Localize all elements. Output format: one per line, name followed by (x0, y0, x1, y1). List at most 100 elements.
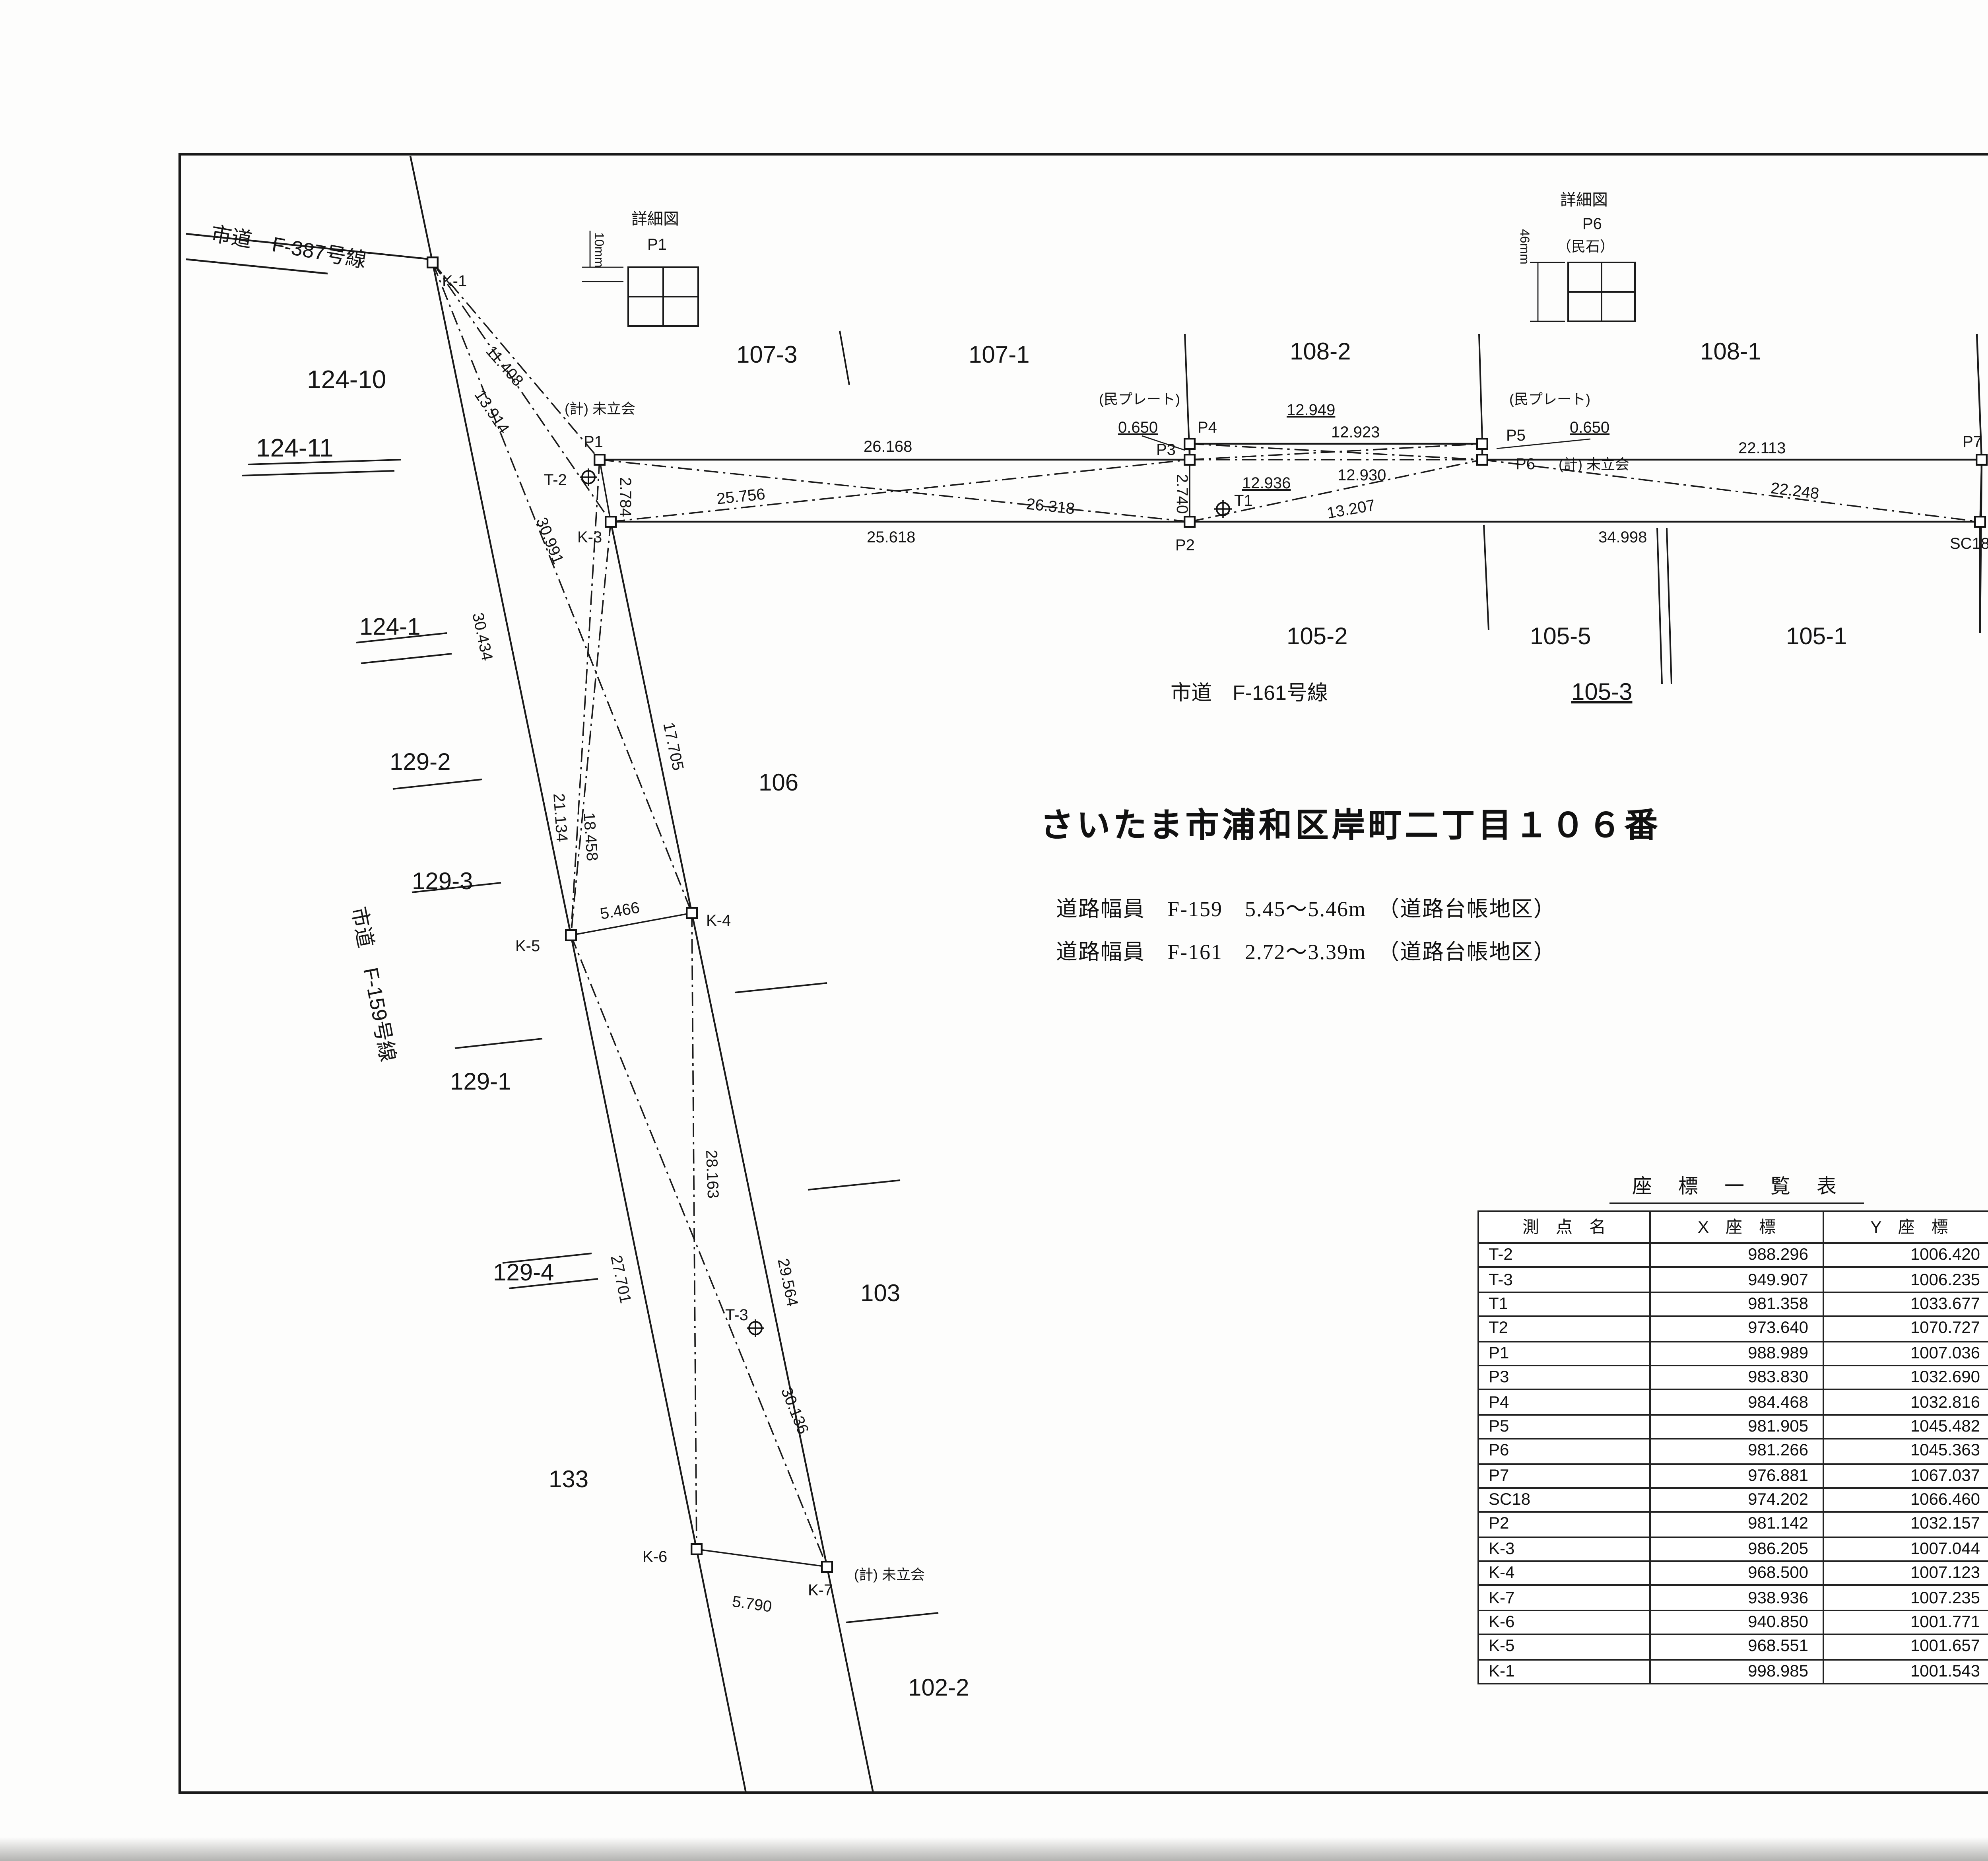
coord-value-cell: 1007.036 (1823, 1340, 1988, 1366)
coord-value-cell: 938.936 (1649, 1585, 1824, 1611)
survey-point-p4-icon (1183, 437, 1196, 450)
point-name-cell: T-2 (1477, 1242, 1651, 1269)
point-label: SC18 (1950, 535, 1988, 552)
survey-point-p5-icon (1476, 437, 1488, 450)
coord-table-title: 座 標 一 覧 表 (1609, 1169, 1863, 1204)
point-label: P4 (1198, 419, 1217, 436)
survey-point-k-7-icon (821, 1560, 833, 1573)
distance-label: 12.930 (1338, 466, 1386, 484)
point-label: P1 (584, 433, 603, 451)
coord-table-header: X 座 標 (1649, 1210, 1824, 1244)
coord-value-cell: 984.468 (1649, 1389, 1824, 1415)
point-name-cell: T2 (1477, 1315, 1651, 1342)
coord-value-cell: 968.500 (1649, 1560, 1824, 1587)
lot-number: 133 (549, 1466, 588, 1492)
detail-fig-label: P6 (1582, 215, 1602, 233)
detail-fig-label: P1 (647, 236, 667, 253)
coord-value-cell: 1033.677 (1823, 1291, 1988, 1317)
lot-number: 103 (860, 1280, 900, 1306)
point-name-cell: K-6 (1477, 1609, 1651, 1636)
coord-value-cell: 974.202 (1649, 1487, 1824, 1513)
point-name-cell: K-7 (1477, 1585, 1651, 1611)
distance-label: 34.998 (1598, 528, 1647, 546)
note-label: (民プレート) (1099, 391, 1180, 407)
detail-figure-p6 (1530, 262, 1636, 322)
distance-label: 18.458 (580, 812, 601, 862)
survey-point-t-2-icon (580, 468, 597, 486)
lot-number: 108-2 (1290, 338, 1351, 365)
lot-number: 107-1 (969, 341, 1029, 368)
coord-value-cell: 1007.235 (1823, 1585, 1988, 1611)
coord-value-cell: 1001.543 (1823, 1658, 1988, 1685)
lot-number: 108-1 (1700, 338, 1761, 365)
tie-lines (571, 459, 1982, 1568)
lot-number: 124-1 (359, 613, 420, 640)
point-label: K-4 (706, 912, 731, 929)
detail-fig-label: 詳細図 (1560, 191, 1608, 209)
coord-value-cell: 986.205 (1649, 1536, 1824, 1562)
coord-value-cell: 1070.727 (1823, 1315, 1988, 1342)
detail-fig-label: 10mm (592, 232, 606, 268)
lot-boundary-lines (241, 330, 1981, 1623)
coord-value-cell: 981.905 (1649, 1413, 1824, 1440)
distance-label: 2.740 (1173, 474, 1191, 514)
distance-label: 22.113 (1738, 439, 1786, 457)
lot-number: 129-1 (450, 1068, 511, 1095)
distance-label: 0.650 (1570, 419, 1609, 436)
detail-figure-p1 (582, 231, 699, 327)
road-label-f159: 市道 F-159号線 (347, 905, 399, 1064)
point-label: K-3 (577, 528, 602, 546)
survey-traverse-lines (432, 262, 1980, 1567)
survey-point-p1-icon (593, 453, 606, 466)
point-label: P7 (1963, 433, 1982, 451)
coord-value-cell: 1045.363 (1823, 1438, 1988, 1465)
point-name-cell: P7 (1477, 1463, 1651, 1489)
distance-label: 12.949 (1287, 401, 1335, 419)
coord-value-cell: 940.850 (1649, 1609, 1824, 1636)
point-name-cell: P4 (1477, 1389, 1651, 1415)
distance-label: 13.914 (471, 387, 513, 437)
point-name-cell: P1 (1477, 1340, 1651, 1366)
coord-value-cell: 1032.157 (1823, 1511, 1988, 1538)
coord-value-cell: 1066.460 (1823, 1487, 1988, 1513)
distance-label: 30.434 (469, 611, 496, 662)
coord-value-cell: 1007.123 (1823, 1560, 1988, 1587)
point-label: K-7 (808, 1581, 833, 1599)
point-label: K-6 (643, 1548, 667, 1566)
point-label: K-1 (442, 272, 467, 290)
coord-value-cell: 988.296 (1649, 1242, 1824, 1269)
coord-value-cell: 988.989 (1649, 1340, 1824, 1366)
survey-point-t-3-icon (747, 1319, 764, 1337)
coord-value-cell: 1006.235 (1823, 1267, 1988, 1293)
lot-number: 129-3 (412, 868, 473, 894)
coord-value-cell: 968.551 (1649, 1634, 1824, 1660)
distance-label: 12.936 (1242, 474, 1291, 492)
coord-value-cell: 1032.690 (1823, 1364, 1988, 1391)
point-label: P3 (1156, 441, 1176, 458)
coord-value-cell: 976.881 (1649, 1463, 1824, 1489)
distance-label: 25.756 (716, 485, 766, 508)
point-name-cell: T-3 (1477, 1267, 1651, 1293)
distance-label: 27.701 (607, 1254, 634, 1305)
coord-value-cell: 1067.037 (1823, 1463, 1988, 1489)
coord-value-cell: 1001.771 (1823, 1609, 1988, 1636)
coord-value-cell: 973.640 (1649, 1315, 1824, 1342)
distance-label: 30.991 (533, 515, 567, 567)
detail-fig-label: 詳細図 (631, 210, 679, 228)
survey-point-k-4-icon (685, 907, 698, 919)
producer-credit: 第一測量設計(株) 調製 (1829, 1796, 1988, 1823)
